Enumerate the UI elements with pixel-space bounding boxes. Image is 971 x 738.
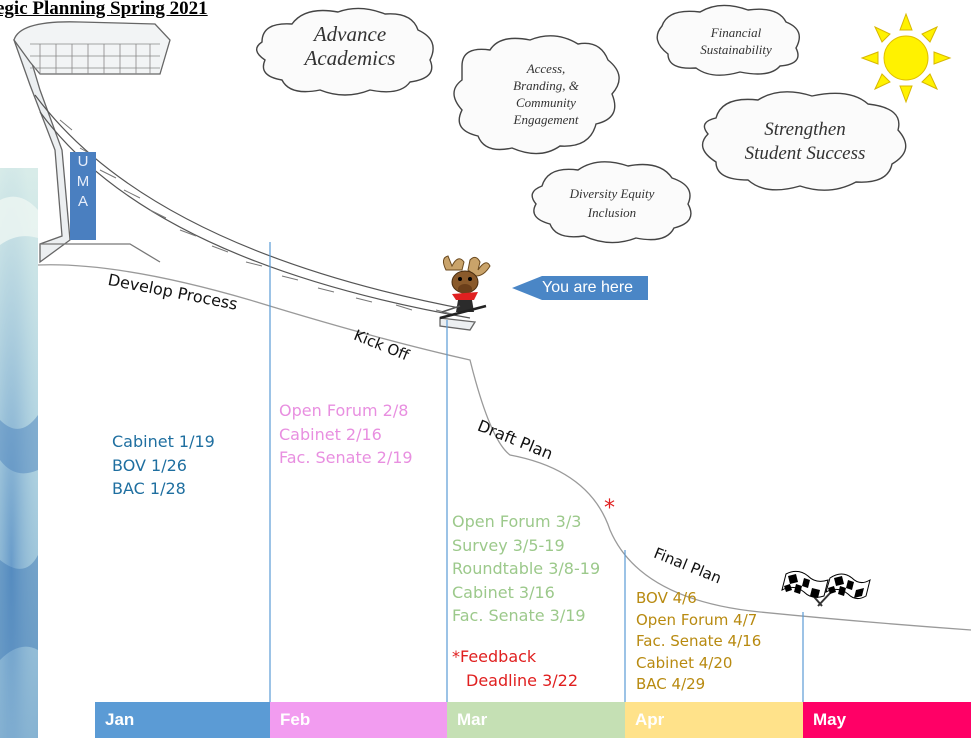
watercolor-background [0,168,38,738]
goal-diversity: Diversity Equity Inclusion [548,184,676,222]
goal-line: Branding, & [513,78,579,93]
events-mar: Open Forum 3/3 Survey 3/5-19 Roundtable … [452,510,600,628]
event-item: *Feedback [452,647,537,666]
goal-line: Access, [526,61,566,76]
sun-icon [860,12,952,104]
page-title: egic Planning Spring 2021 [0,0,208,19]
uma-sign: U M A [70,152,96,240]
event-item: BAC 4/29 [636,675,706,693]
feedback-asterisk: * [604,496,615,521]
event-item: Cabinet 1/19 [112,432,215,451]
event-item: Open Forum 2/8 [279,401,409,420]
cloud-diversity [531,161,692,244]
event-item: Open Forum 3/3 [452,512,582,531]
goal-line: Diversity Equity [569,186,655,201]
event-item: Deadline 3/22 [466,670,579,690]
ski-jump-tower [13,21,477,331]
cloud-advance-academics [256,7,434,96]
event-item: BOV 1/26 [112,455,187,475]
month-apr: Apr [625,702,803,738]
events-jan: Cabinet 1/19 BOV 1/26 BAC 1/28 [112,430,215,501]
event-item: BOV 4/6 [636,589,697,607]
event-item: Survey 3/5-19 [452,535,565,555]
moose-skier-icon [439,255,491,320]
cloud-student-success [701,91,907,191]
events-feb: Open Forum 2/8 Cabinet 2/16 Fac. Senate … [279,399,413,470]
goal-line: Community [516,95,576,110]
month-feb: Feb [270,702,447,738]
uma-letter: A [77,193,88,210]
you-are-here-label: You are here [542,279,634,296]
events-apr: BOV 4/6 Open Forum 4/7 Fac. Senate 4/16 … [636,588,761,696]
uma-letter: U [77,153,89,170]
event-item: Fac. Senate 2/19 [279,448,413,467]
goal-advance-academics: Advance Academics [300,22,400,70]
event-item: Cabinet 2/16 [279,424,382,444]
goal-line: Academics [304,46,396,71]
event-item: Cabinet 4/20 [636,653,733,672]
goal-line: Student Success [744,143,866,164]
goal-line: Advance [313,22,387,46]
month-dividers [269,242,804,702]
goal-line: Inclusion [587,205,637,220]
slope-path [37,264,971,631]
uma-letter: M [76,173,90,190]
event-item: Roundtable 3/8-19 [452,559,601,578]
checkered-flags-icon [781,570,871,607]
you-are-here-arrow-icon [512,276,648,300]
goal-access: Access, Branding, & Community Engagement [490,60,602,128]
month-mar: Mar [447,702,625,738]
goal-line: Sustainability [700,42,772,57]
event-item: Fac. Senate 4/16 [636,632,762,650]
goal-financial: Financial Sustainability [676,24,796,58]
goal-line: Strengthen [764,119,846,140]
goal-line: Engagement [513,112,579,127]
cloud-financial [656,4,800,76]
event-item: Fac. Senate 3/19 [452,606,586,625]
event-item: BAC 1/28 [112,479,186,498]
cloud-access [453,35,620,155]
you-are-here-marker: You are here [512,276,648,300]
goal-line: Financial [710,25,762,40]
goal-student-success: Strengthen Student Success [720,118,890,166]
event-item: Cabinet 3/16 [452,582,555,602]
events-mar-feedback: *Feedback Deadline 3/22 [452,645,578,692]
month-jan: Jan [95,702,270,738]
event-item: Open Forum 4/7 [636,610,758,629]
month-may: May [803,702,971,738]
